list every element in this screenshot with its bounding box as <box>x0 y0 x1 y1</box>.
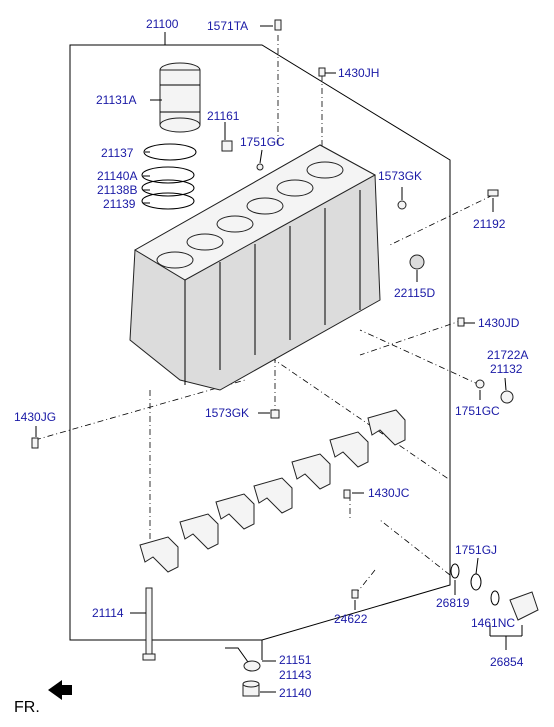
label-21100: 21100 <box>146 17 179 31</box>
label-21151: 21151 <box>279 653 312 667</box>
label-1430JD: 1430JD <box>478 316 520 330</box>
front-label: FR. <box>14 699 40 716</box>
part-labels: 21100 1571TA 1430JH 21131A 21161 1751GC … <box>14 17 528 716</box>
label-21192: 21192 <box>473 217 506 231</box>
label-leaders <box>35 25 507 693</box>
fasteners <box>31 19 514 599</box>
label-26819: 26819 <box>436 596 470 610</box>
bearing-caps <box>139 409 406 573</box>
label-21161: 21161 <box>207 109 240 123</box>
label-21722A: 21722A <box>487 348 528 362</box>
drain-plug-assembly <box>225 647 261 697</box>
label-21140: 21140 <box>279 686 312 700</box>
label-26854: 26854 <box>490 655 524 669</box>
sensor-seals <box>450 563 539 650</box>
label-1430JG: 1430JG <box>14 410 56 424</box>
engine-block <box>129 144 381 391</box>
label-21143: 21143 <box>279 668 312 682</box>
label-1571TA: 1571TA <box>207 19 248 33</box>
label-1430JH: 1430JH <box>338 66 379 80</box>
cylinder-liner <box>159 62 201 133</box>
label-21137: 21137 <box>101 146 134 160</box>
label-21139: 21139 <box>103 197 136 211</box>
label-1751GJ: 1751GJ <box>455 543 497 557</box>
label-1751GC-top: 1751GC <box>240 135 285 149</box>
label-21132: 21132 <box>490 362 523 376</box>
label-21131A: 21131A <box>96 93 136 107</box>
label-24622: 24622 <box>334 612 368 626</box>
front-direction-arrow <box>48 680 72 700</box>
label-21114: 21114 <box>92 606 124 620</box>
leader-lines <box>34 35 494 596</box>
label-21138B: 21138B <box>97 183 137 197</box>
label-1430JC: 1430JC <box>368 486 410 500</box>
assembly-frame <box>69 32 451 660</box>
label-22115D: 22115D <box>394 286 435 300</box>
label-1751GC-right: 1751GC <box>455 404 500 418</box>
ring-set <box>141 143 197 210</box>
label-21140A: 21140A <box>97 169 137 183</box>
label-1573GK-top: 1573GK <box>378 169 422 183</box>
long-bolt <box>142 587 156 661</box>
label-1573GK-mid: 1573GK <box>205 406 249 420</box>
label-1461NC: 1461NC <box>471 616 515 630</box>
